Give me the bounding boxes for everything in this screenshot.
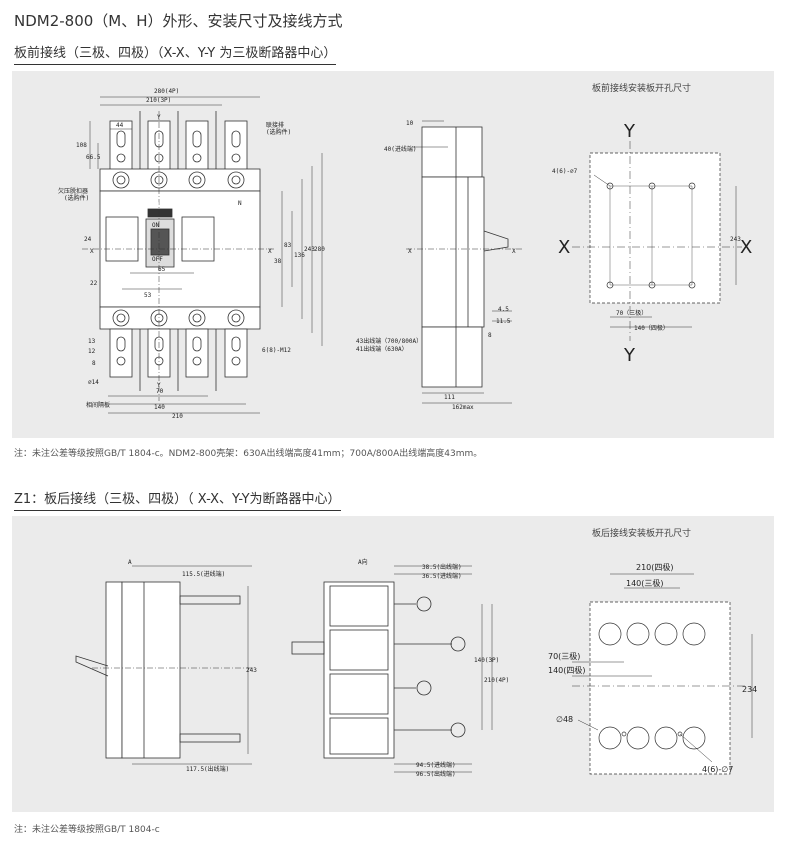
section-front-note: 注：未注公差等级按照GB/T 1804-c。NDM2-800壳架：630A出线端… <box>14 449 483 459</box>
dim-38: 38 <box>274 258 282 265</box>
dim-22: 22 <box>90 280 98 287</box>
front-cutout-caption: 板前接线安装板开孔尺寸 <box>592 82 691 94</box>
dim-65: 65 <box>158 266 166 273</box>
cutout-axis-x-right: X <box>740 237 752 258</box>
rear-cutout-caption: 板后接线安装板开孔尺寸 <box>592 527 691 539</box>
cutout-hole-spec: 4(6)-∅7 <box>552 168 578 175</box>
cutout-dim-140: 140（四极） <box>634 324 669 332</box>
front-axis-y-bottom: Y <box>157 382 161 389</box>
dim-40-in: 40(进线端) <box>384 145 416 153</box>
rear-wiring-drawing: 板后接线安装板开孔尺寸 A 115.5(进线端) 243 117.5(出线端) <box>75 527 757 778</box>
cutout-axis-x-left: X <box>558 237 570 258</box>
dim-280-4p: 280(4P) <box>154 88 179 95</box>
dim-243-front: 243 <box>304 246 315 253</box>
label-conn-bar: 联接排 <box>266 121 284 129</box>
cutout-dim-243: 243 <box>730 236 741 243</box>
rear-dim-96-5: 96.5(出线端) <box>416 770 456 778</box>
dim-44: 44 <box>116 122 124 129</box>
dim-53: 53 <box>144 292 152 299</box>
section-front-title: 板前接线（三极、四极）（X-X、Y-Y 为三极断路器中心） <box>14 42 337 65</box>
section-rear-title: Z1：板后接线（三极、四极）（ X-X、Y-Y为断路器中心） <box>14 488 341 511</box>
rear-cutout-dim-210: 210(四极) <box>636 562 674 572</box>
label-phase-barrier: 相间隔板 <box>86 401 110 409</box>
front-axis-x-right: X <box>268 248 272 255</box>
rear-dim-117-5: 117.5(出线端) <box>186 765 229 773</box>
rear-a-view <box>291 565 493 773</box>
section-rear-note: 注：未注公差等级按照GB/T 1804-c <box>14 825 160 835</box>
label-conn-optional: (选购件) <box>266 128 291 136</box>
label-aux-release: 欠压脱扣器 <box>58 187 88 195</box>
rear-cutout-dia48: ∅48 <box>556 715 573 724</box>
dim-66-5: 66.5 <box>86 154 101 161</box>
rear-a-label: A <box>128 559 132 566</box>
rear-dim-243: 243 <box>246 667 257 674</box>
dim-8-side: 8 <box>488 332 492 339</box>
cutout-dim-70: 70（三极） <box>616 309 647 317</box>
dim-140-front: 140 <box>154 404 165 411</box>
front-axis-y-top: Y <box>157 114 161 121</box>
dim-280-front: 280 <box>314 246 325 253</box>
label-43-outlet: 43出线端（700/800A） <box>356 337 422 345</box>
off-label: OFF <box>152 256 163 263</box>
rear-a-view-label: A向 <box>358 558 368 566</box>
rear-cutout-drawing <box>572 573 753 775</box>
label-aux-optional: (选购件) <box>64 194 89 202</box>
dim-210-bottom: 210 <box>172 413 183 420</box>
breaker-side-view <box>406 120 522 404</box>
rear-cutout-labels: 210(四极) 140(三极) 70(三极) 140(四极) ∅48 234 4… <box>548 562 757 774</box>
breaker-front-view <box>82 96 323 414</box>
cutout-axis-y-top: Y <box>623 121 636 142</box>
rear-dim-115-5: 115.5(进线端) <box>182 570 225 578</box>
rear-dim-140-3p: 140(3P) <box>474 657 499 664</box>
front-cutout-labels: Y Y X X 4(6)-∅7 243 70（三极） 140（四极） <box>552 121 752 366</box>
rear-cutout-dim-140: 140(三极) <box>626 578 664 588</box>
dim-162max: 162max <box>452 404 474 411</box>
dim-13: 13 <box>88 338 96 345</box>
rear-wiring-panel: 板后接线安装板开孔尺寸 A 115.5(进线端) 243 117.5(出线端) <box>12 516 774 812</box>
label-m12: 6(8)-M12 <box>262 347 291 354</box>
dim-24: 24 <box>84 236 92 243</box>
rear-cutout-dim-140b: 140(四极) <box>548 665 586 675</box>
dim-70-front: 70 <box>156 388 164 395</box>
rear-dim-36-5: 36.5(进线端) <box>422 572 462 580</box>
rear-dim-94-5: 94.5(进线端) <box>416 761 456 769</box>
front-cutout-drawing <box>572 141 742 341</box>
on-label: ON <box>152 222 160 229</box>
rear-a-labels: A向 38.5(出线端) 36.5(进线端) 140(3P) 210(4P) 9… <box>358 558 509 778</box>
page-title: NDM2-800（M、H）外形、安装尺寸及接线方式 <box>14 12 343 30</box>
side-axis-x-left: X <box>408 248 412 255</box>
dim-8: 8 <box>92 360 96 367</box>
front-wiring-panel: 板前接线安装板开孔尺寸 <box>12 71 774 438</box>
front-view-labels: 280(4P) 210(3P) 44 108 66.5 联接排 (选购件) 欠压… <box>58 88 325 420</box>
dim-10: 10 <box>406 120 414 127</box>
side-axis-x-right: X <box>512 248 516 255</box>
front-axis-x-left: X <box>90 248 94 255</box>
dim-12: 12 <box>88 348 96 355</box>
rear-side-view <box>75 565 252 765</box>
dim-136: 136 <box>294 252 305 259</box>
dim-4-5: 4.5 <box>498 306 509 313</box>
dim-111: 111 <box>444 394 455 401</box>
brand-label: Nader <box>152 200 170 207</box>
dim-11-5: 11.5 <box>496 318 511 325</box>
rear-cutout-dim-234: 234 <box>742 685 757 694</box>
dim-83: 83 <box>284 242 292 249</box>
dim-108: 108 <box>76 142 87 149</box>
cutout-axis-y-bottom: Y <box>623 345 636 366</box>
rear-side-labels: A 115.5(进线端) 243 117.5(出线端) <box>128 559 257 773</box>
rear-cutout-hole-spec: 4(6)-∅7 <box>702 765 733 774</box>
dim-dia14: ∅14 <box>88 379 99 386</box>
neutral-label: N <box>238 200 242 207</box>
label-41-outlet: 41出线端（630A） <box>356 345 408 353</box>
rear-dim-38-5: 38.5(出线端) <box>422 563 462 571</box>
rear-cutout-dim-70: 70(三极) <box>548 651 580 661</box>
side-view-labels: 10 40(进线端) 4.5 11.5 43出线端（700/800A） 41出线… <box>356 120 516 411</box>
front-wiring-drawing: 板前接线安装板开孔尺寸 <box>58 82 752 420</box>
rear-dim-210-4p: 210(4P) <box>484 677 509 684</box>
dim-210-3p: 210(3P) <box>146 97 171 104</box>
